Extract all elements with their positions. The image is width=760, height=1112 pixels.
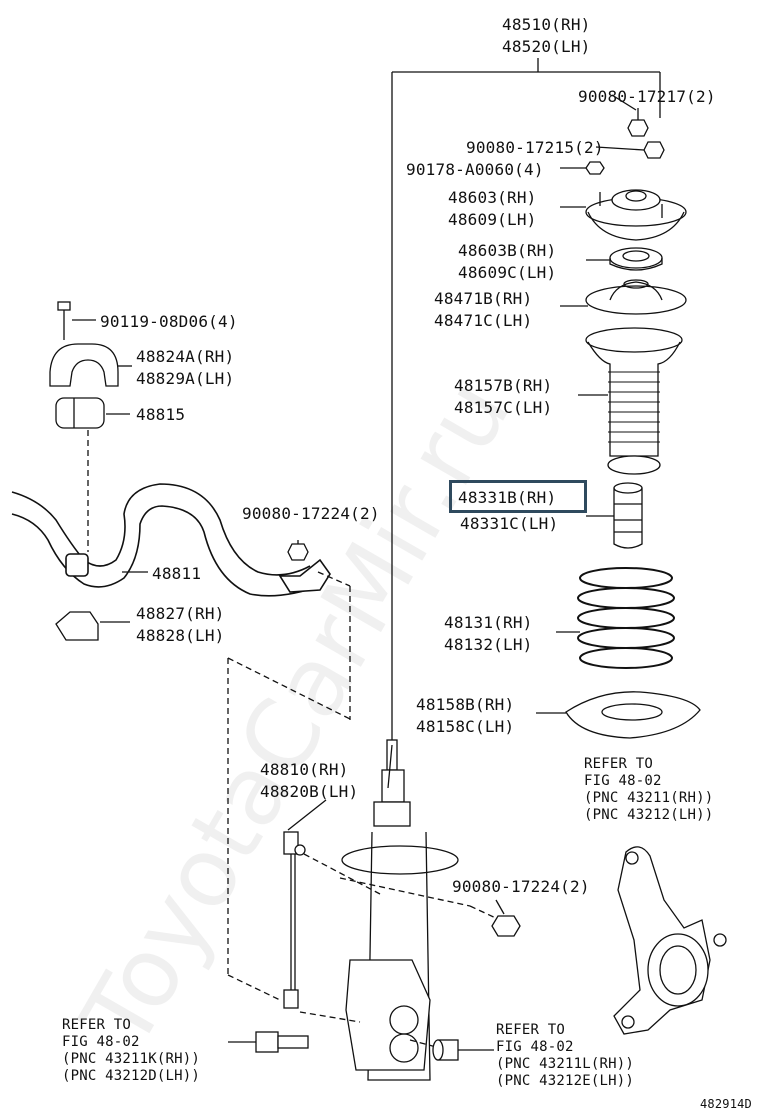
- bearing-icon: [586, 247, 663, 271]
- label-support-rh: 48603(RH): [448, 188, 537, 207]
- top-nut-icon: [560, 94, 665, 175]
- label-nut-a0060: 90178-A0060(4): [406, 160, 544, 179]
- label-clamp-rh: 48827(RH): [136, 604, 225, 623]
- figure-code: 482914D: [700, 1097, 752, 1111]
- label-nut-17217: 90080-17217(2): [578, 87, 716, 106]
- refer-knuckle-line2: FIG 48-02: [584, 773, 662, 789]
- label-boot-rh: 48157B(RH): [454, 376, 553, 395]
- label-bushing: 48815: [136, 405, 186, 424]
- refer-bolt-line2: FIG 48-02: [62, 1034, 140, 1050]
- refer-nut-line2: FIG 48-02: [496, 1039, 574, 1055]
- label-nut-17224-lower: 90080-17224(2): [452, 877, 590, 896]
- label-link-rh: 48810(RH): [260, 760, 349, 779]
- clamp-icon: [55, 611, 130, 641]
- stabilizer-bar-icon: [11, 483, 331, 597]
- refer-nut-line4: (PNC 43212E(LH)): [496, 1073, 635, 1089]
- boot-icon: [578, 327, 683, 475]
- bracket-icon: [49, 301, 132, 552]
- label-bumper-rh[interactable]: 48331B(RH): [458, 488, 557, 507]
- bumper-icon: [586, 482, 643, 549]
- refer-knuckle-line4: (PNC 43212(LH)): [584, 807, 714, 823]
- lower-insulator-icon: [536, 691, 701, 739]
- label-link-lh: 48820B(LH): [260, 782, 359, 801]
- label-upper-seat-rh: 48471B(RH): [434, 289, 533, 308]
- label-clamp-lh: 48828(LH): [136, 626, 225, 645]
- coil-spring-icon: [556, 567, 675, 669]
- bolt-icon: [228, 1031, 309, 1053]
- label-bracket-rh: 48824A(RH): [136, 347, 235, 366]
- strut-body-icon: [341, 739, 459, 1081]
- lower-nut-icon: [491, 899, 521, 937]
- refer-bolt-line3: (PNC 43211K(RH)): [62, 1051, 201, 1067]
- refer-bolt-line4: (PNC 43212D(LH)): [62, 1068, 201, 1084]
- highlight-box: [449, 480, 587, 513]
- refer-bolt-line1: REFER TO: [62, 1017, 132, 1033]
- label-spring-lh: 48132(LH): [444, 635, 533, 654]
- knuckle-icon: [613, 846, 727, 1035]
- strut-leader: [391, 58, 661, 745]
- refer-nut-line3: (PNC 43211L(RH)): [496, 1056, 635, 1072]
- support-icon: [560, 189, 687, 241]
- label-bolt-08d06: 90119-08D06(4): [100, 312, 238, 331]
- label-insulator-rh: 48158B(RH): [416, 695, 515, 714]
- refer-knuckle-line1: REFER TO: [584, 756, 654, 772]
- label-strut-lh: 48520(LH): [502, 37, 591, 56]
- label-spring-rh: 48131(RH): [444, 613, 533, 632]
- label-bearing-rh: 48603B(RH): [458, 241, 557, 260]
- label-upper-seat-lh: 48471C(LH): [434, 311, 533, 330]
- label-bracket-lh: 48829A(LH): [136, 369, 235, 388]
- label-stabilizer-bar: 48811: [152, 564, 202, 583]
- label-bearing-lh: 48609C(LH): [458, 263, 557, 282]
- nut-icon: [432, 1039, 494, 1061]
- link-icon: [283, 540, 327, 1009]
- upper-seat-icon: [560, 279, 687, 315]
- label-boot-lh: 48157C(LH): [454, 398, 553, 417]
- label-bumper-lh: 48331C(LH): [460, 514, 559, 533]
- label-nut-17215: 90080-17215(2): [466, 138, 604, 157]
- label-insulator-lh: 48158C(LH): [416, 717, 515, 736]
- assembly-dashed-lines: [227, 571, 501, 1049]
- refer-knuckle-line3: (PNC 43211(RH)): [584, 790, 714, 806]
- label-support-lh: 48609(LH): [448, 210, 537, 229]
- label-strut-rh: 48510(RH): [502, 15, 591, 34]
- label-nut-17224-upper: 90080-17224(2): [242, 504, 380, 523]
- refer-nut-line1: REFER TO: [496, 1022, 566, 1038]
